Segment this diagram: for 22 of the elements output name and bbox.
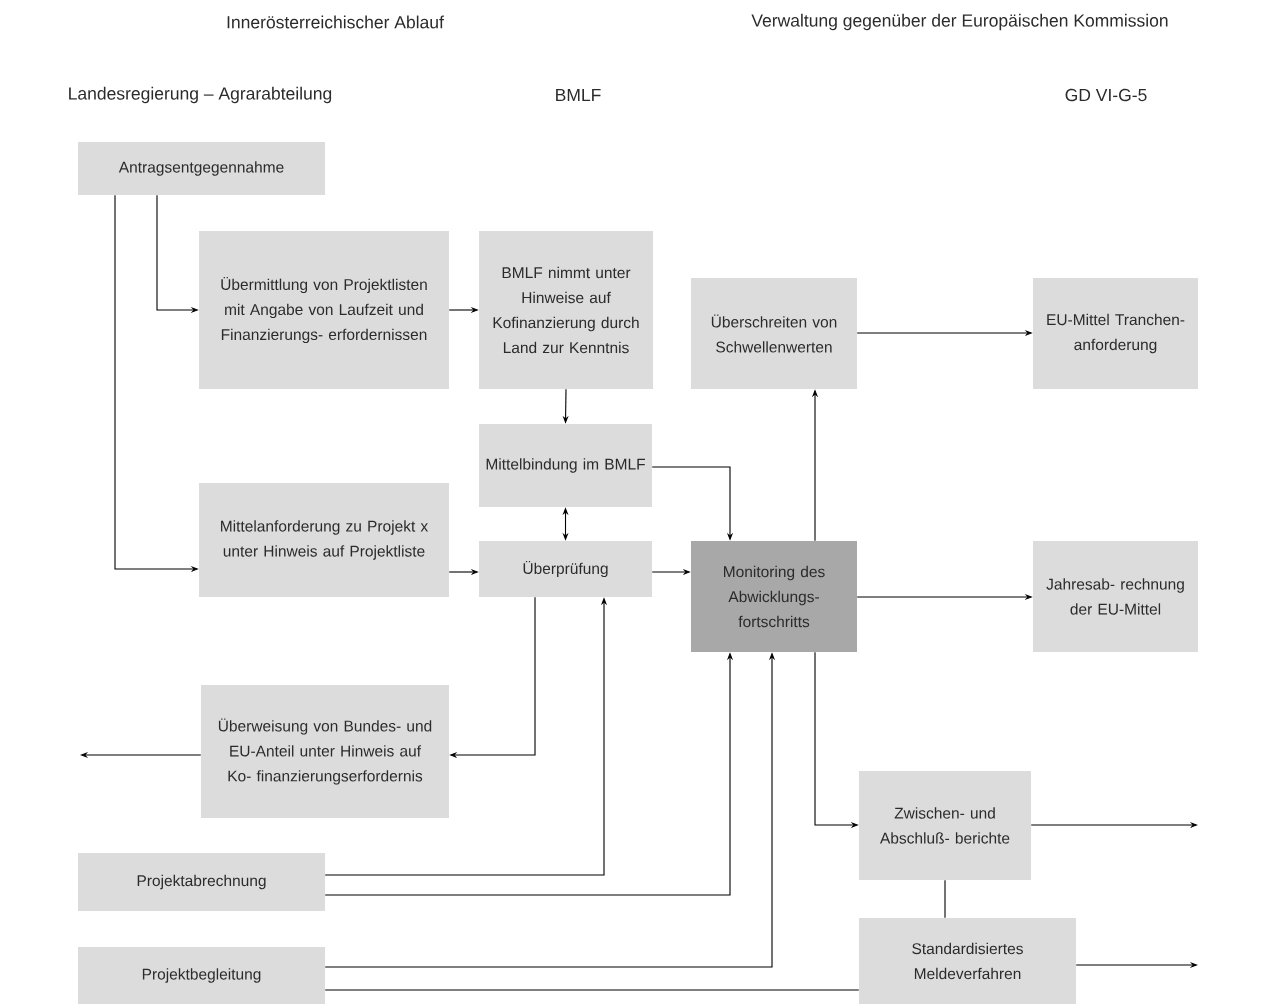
process-box: Zwischen- und Abschluß- berichte [859, 771, 1031, 880]
column-heading: BMLF [556, 88, 601, 101]
process-box: Jahresab- rechnung der EU-Mittel [1033, 541, 1198, 652]
process-box: Projektbegleitung [78, 947, 325, 1004]
process-box: Antragsentgegennahme [78, 142, 325, 195]
column-heading: Innerösterreichischer Ablauf [227, 15, 444, 29]
column-heading: Landesregierung – Agrarabteilung [69, 86, 332, 104]
process-box: Übermittlung von Projektlisten mit Angabe von Laufzeit und Finanzierungs- erfordernissen [199, 231, 449, 389]
connector-line [944, 879, 946, 919]
highlighted-process-box: Monitoring des Abwicklungs- fortschritts [691, 541, 857, 652]
process-box: Überprüfung [479, 541, 652, 597]
column-heading: GD VI-G-5 [1065, 88, 1147, 102]
process-box: BMLF nimmt unter Hinweise auf Kofinanzierung durch Land zur Kenntnis [479, 231, 653, 389]
process-box: Projektabrechnung [78, 853, 325, 911]
column-heading: Verwaltung gegenüber der Europäischen Kommission [751, 13, 1168, 31]
process-box: EU-Mittel Tranchen- anforderung [1033, 278, 1198, 389]
process-box: Mittelbindung im BMLF [479, 424, 652, 507]
process-box: Mittelanforderung zu Projekt x unter Hinweis auf Projektliste [199, 483, 449, 597]
connector-line [324, 989, 860, 991]
process-box: Überweisung von Bundes- und EU-Anteil unter Hinweis auf Ko- finanzierungserfordernis [201, 685, 449, 818]
process-box: Standardisiertes Meldeverfahren [859, 918, 1076, 1004]
process-box: Überschreiten von Schwellenwerten [691, 278, 857, 389]
